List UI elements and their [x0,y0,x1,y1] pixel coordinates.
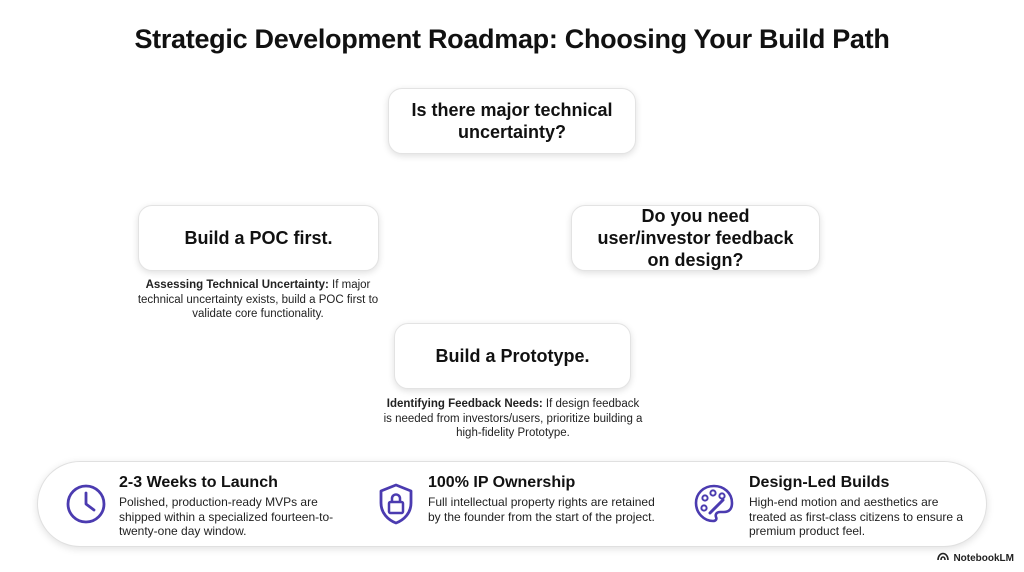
feature-description: High-end motion and aesthetics are treat… [749,495,964,538]
note-technical-uncertainty: Assessing Technical Uncertainty: If majo… [132,278,384,322]
feature-description: Full intellectual property rights are re… [428,495,655,524]
decision-node-feedback-needed: Do you need user/investor feedback on de… [571,205,820,271]
outcome-node-build-poc: Build a POC first. [138,205,379,271]
decision-node-label: Do you need user/investor feedback on de… [597,206,794,270]
feature-title: Design-Led Builds [749,474,890,491]
clock-icon [64,482,108,526]
feature-launch-time: 2-3 Weeks to Launch Polished, production… [38,462,368,548]
note-label: Assessing Technical Uncertainty: [145,279,329,291]
brand-logo-icon [937,552,950,564]
features-bar: 2-3 Weeks to Launch Polished, production… [37,461,987,547]
brand-name: NotebookLM [953,552,1014,564]
feature-design-led: Design-Led Builds High-end motion and ae… [678,462,988,548]
palette-icon [692,482,736,526]
feature-ip-ownership: 100% IP Ownership Full intellectual prop… [368,462,698,548]
decision-node-label: Is there major technical uncertainty? [411,100,613,142]
decision-node-technical-uncertainty: Is there major technical uncertainty? [388,88,636,154]
feature-title: 100% IP Ownership [428,474,576,491]
outcome-node-label: Build a POC first. [184,228,333,248]
note-feedback-needs: Identifying Feedback Needs: If design fe… [383,397,643,441]
note-label: Identifying Feedback Needs: [386,398,543,410]
note-text: If major technical uncertainty exists, b… [137,279,379,320]
shield-lock-icon [374,482,418,526]
feature-title: 2-3 Weeks to Launch [119,474,278,491]
page-title: Strategic Development Roadmap: Choosing … [134,24,890,54]
outcome-node-label: Build a Prototype. [435,346,590,366]
outcome-node-build-prototype: Build a Prototype. [394,323,631,389]
note-text: If design feedback is needed from invest… [383,398,643,439]
brand-watermark: NotebookLM [937,552,1014,564]
feature-description: Polished, production-ready MVPs are ship… [119,495,334,538]
